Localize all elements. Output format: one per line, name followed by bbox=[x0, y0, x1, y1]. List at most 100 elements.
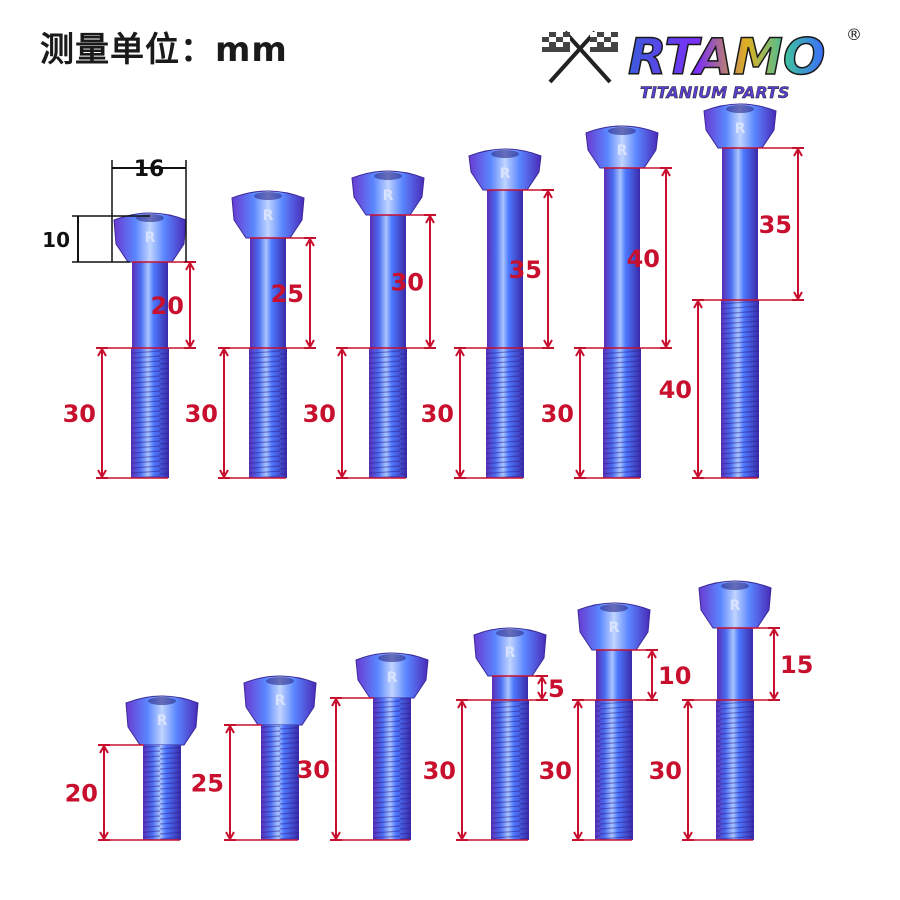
dimension-label: 30 bbox=[185, 400, 218, 428]
thread-dimension: 30 bbox=[541, 346, 586, 480]
bolt-thread-grooves bbox=[716, 700, 754, 840]
hex-socket-icon bbox=[136, 214, 164, 222]
bolt-shank bbox=[717, 628, 753, 700]
head-logo-mark: R bbox=[145, 230, 156, 246]
arrow-up-icon bbox=[647, 648, 657, 659]
shank-dimension bbox=[768, 626, 780, 702]
hex-socket-icon bbox=[254, 192, 282, 200]
bolt-top-2: R bbox=[231, 190, 305, 478]
dimension-label: 30 bbox=[539, 757, 572, 785]
head-logo-mark: R bbox=[263, 208, 274, 224]
bolt-bottom-3: R bbox=[355, 652, 429, 840]
arrow-up-icon bbox=[457, 698, 467, 709]
bolt-top-3: R bbox=[351, 170, 425, 478]
head-logo-mark: R bbox=[735, 121, 746, 137]
head-diameter-label: 16 bbox=[134, 157, 165, 182]
arrow-down-icon bbox=[457, 831, 467, 842]
arrow-down-icon bbox=[425, 339, 435, 350]
shank-dimension bbox=[646, 648, 658, 702]
arrow-up-icon bbox=[305, 236, 315, 247]
dimension-label: 30 bbox=[649, 757, 682, 785]
hex-socket-icon bbox=[600, 604, 628, 612]
arrow-up-icon bbox=[185, 260, 195, 271]
dimension-label: 30 bbox=[541, 400, 574, 428]
arrow-down-icon bbox=[97, 469, 107, 480]
thread-dimension: 20 bbox=[65, 743, 110, 842]
arrow-down-icon bbox=[99, 831, 109, 842]
hex-socket-icon bbox=[491, 150, 519, 158]
bolt-top-4: R bbox=[468, 148, 542, 478]
arrow-up-icon bbox=[455, 346, 465, 357]
thread-dimension: 30 bbox=[649, 698, 694, 842]
arrow-up-icon bbox=[769, 626, 779, 637]
head-logo-mark: R bbox=[387, 670, 398, 686]
arrow-down-icon bbox=[661, 339, 671, 350]
bolt-bottom-6: R bbox=[698, 580, 772, 840]
bolt-shank bbox=[250, 238, 286, 348]
dimension-label: 30 bbox=[303, 400, 336, 428]
arrow-up-icon bbox=[225, 723, 235, 734]
bolt-thread-grooves bbox=[369, 348, 407, 478]
thread-dimension: 30 bbox=[539, 698, 584, 842]
arrow-down-icon bbox=[185, 339, 195, 350]
dimension-label: 20 bbox=[65, 780, 98, 808]
dimension-label: 30 bbox=[423, 757, 456, 785]
bolt-shank bbox=[492, 676, 528, 700]
arrow-up-icon bbox=[537, 674, 547, 685]
arrow-down-icon bbox=[647, 691, 657, 702]
arrow-down-icon bbox=[225, 831, 235, 842]
shank-dimension bbox=[536, 674, 548, 702]
bolt-shank bbox=[596, 650, 632, 700]
dimension-label: 40 bbox=[659, 376, 692, 404]
arrow-down-icon bbox=[219, 469, 229, 480]
bolt-thread-grooves bbox=[486, 348, 524, 478]
shank-dimension-label: 15 bbox=[780, 651, 813, 679]
shank-dimension-label: 10 bbox=[658, 662, 691, 690]
bolt-top-6: R bbox=[703, 103, 777, 478]
bolt-thread-grooves bbox=[131, 348, 169, 478]
thread-dimension: 30 bbox=[63, 346, 108, 480]
bolt-top-1: R bbox=[113, 212, 187, 478]
arrow-up-icon bbox=[661, 166, 671, 177]
dimension-label: 35 bbox=[759, 211, 792, 239]
arrow-down-icon bbox=[305, 339, 315, 350]
dimension-label: 30 bbox=[63, 400, 96, 428]
arrow-down-icon bbox=[683, 831, 693, 842]
bolt-shank bbox=[604, 168, 640, 348]
bolt-shank bbox=[370, 215, 406, 348]
thread-dimension: 30 bbox=[423, 698, 468, 842]
thread-dimension: 25 bbox=[191, 723, 236, 842]
bolt-bottom-4: R bbox=[473, 627, 547, 840]
head-logo-mark: R bbox=[730, 598, 741, 614]
thread-dimension: 30 bbox=[303, 346, 348, 480]
arrow-down-icon bbox=[575, 469, 585, 480]
head-logo-mark: R bbox=[505, 645, 516, 661]
dimension-label: 25 bbox=[191, 770, 224, 798]
bolt-shank bbox=[722, 148, 758, 300]
bolt-top-5: R bbox=[585, 125, 659, 478]
arrow-up-icon bbox=[425, 213, 435, 224]
head-logo-mark: R bbox=[157, 713, 168, 729]
bolt-shank bbox=[487, 190, 523, 348]
arrow-down-icon bbox=[693, 469, 703, 480]
arrow-up-icon bbox=[219, 346, 229, 357]
arrow-down-icon bbox=[537, 691, 547, 702]
bolt-thread-grooves bbox=[143, 745, 181, 840]
crossed-checkered-flags-icon bbox=[542, 30, 618, 84]
arrow-up-icon bbox=[331, 696, 341, 707]
bolt-bottom-5: R bbox=[577, 602, 651, 840]
unit-title: 测量单位：mm bbox=[40, 30, 288, 70]
bolt-thread-grooves bbox=[595, 700, 633, 840]
dimension-label: 30 bbox=[391, 269, 424, 297]
arrow-down-icon bbox=[331, 831, 341, 842]
dimension-label: 35 bbox=[509, 256, 542, 284]
head-logo-mark: R bbox=[383, 188, 394, 204]
hex-socket-icon bbox=[496, 629, 524, 637]
bolt-thread-grooves bbox=[603, 348, 641, 478]
logo-registered: ® bbox=[846, 25, 862, 44]
shank-dimension: 30 bbox=[391, 213, 436, 350]
arrow-up-icon bbox=[543, 188, 553, 199]
arrow-down-icon bbox=[455, 469, 465, 480]
arrow-down-icon bbox=[543, 339, 553, 350]
